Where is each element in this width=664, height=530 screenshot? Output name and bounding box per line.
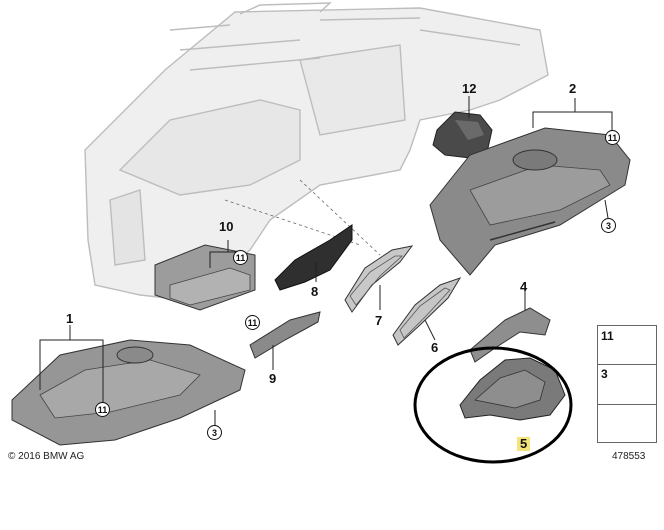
dashed-assembly-lines [224, 155, 469, 256]
callout-9: 9 [269, 371, 277, 386]
part-10-glovebox [154, 244, 256, 311]
part-5-trim [459, 357, 566, 421]
part-4-cover [469, 307, 551, 363]
callout-8: 8 [311, 284, 319, 299]
circled-11-d: 11 [95, 402, 110, 417]
part-9-strip [249, 311, 321, 359]
diagram-id: 478553 [612, 451, 646, 462]
circled-11-b: 11 [233, 250, 248, 265]
circled-11-c: 11 [245, 315, 260, 330]
copyright-text: © 2016 BMW AG [8, 451, 85, 462]
callout-1: 1 [66, 311, 74, 326]
callout-10: 10 [219, 219, 234, 234]
highlight-ellipse [413, 346, 573, 464]
part-12-bracket [432, 111, 493, 159]
legend-row-3-label: 3 [601, 367, 608, 381]
part-7-trim [344, 245, 414, 313]
part-6-trim [392, 277, 462, 346]
legend-box: 11 3 [597, 325, 657, 443]
callout-5: 5 [517, 437, 531, 451]
legend-row-symbol [598, 404, 656, 442]
legend-row-11-label: 11 [601, 329, 614, 343]
circled-3-a: 3 [601, 218, 616, 233]
callout-4: 4 [520, 279, 528, 294]
legend-row-11: 11 [598, 326, 656, 365]
circled-3-b: 3 [207, 425, 222, 440]
callout-12: 12 [462, 81, 477, 96]
part-2-knee-panel [429, 127, 631, 276]
circled-11-a: 11 [605, 130, 620, 145]
part-8-trim [274, 224, 353, 291]
callout-6: 6 [431, 340, 439, 355]
callout-7: 7 [375, 313, 383, 328]
part-1-panel [11, 339, 246, 446]
callout-2: 2 [569, 81, 577, 96]
dashboard-outline [84, 2, 549, 301]
legend-row-3: 3 [598, 364, 656, 405]
